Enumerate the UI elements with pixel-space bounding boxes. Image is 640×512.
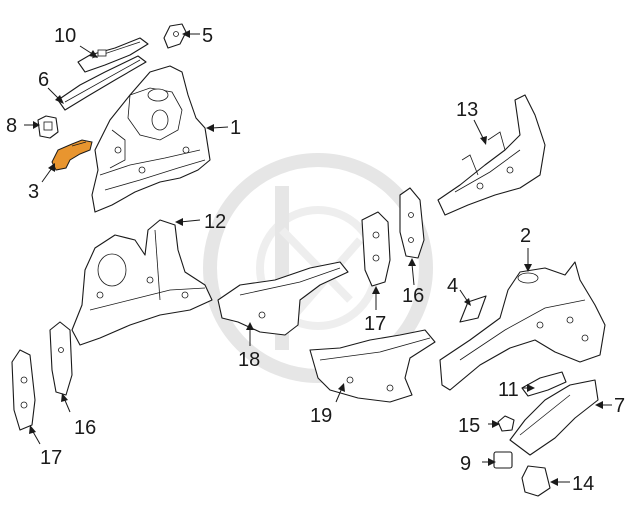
callout-labels: 1 2 3 4 5 6 7 8 9 10 11 12 13 14 15 16 1… — [6, 25, 625, 495]
callout-16-left[interactable]: 16 — [74, 417, 96, 439]
part-12-inner-fender[interactable] — [71, 219, 213, 346]
part-6-side-rail[interactable] — [57, 55, 147, 111]
part-7-rail-extension[interactable] — [509, 379, 599, 456]
callout-15[interactable]: 15 — [458, 415, 480, 437]
callout-19[interactable]: 19 — [310, 405, 332, 427]
callout-11[interactable]: 11 — [498, 379, 519, 401]
part-5-bracket[interactable] — [163, 23, 187, 49]
callout-7[interactable]: 7 — [614, 395, 625, 417]
callout-9[interactable]: 9 — [460, 453, 471, 475]
part-18-lower-rail[interactable] — [217, 261, 349, 336]
part-2-right-apron[interactable] — [439, 261, 606, 391]
callout-14[interactable]: 14 — [572, 473, 594, 495]
callout-12[interactable]: 12 — [204, 211, 226, 233]
callout-1[interactable]: 1 — [230, 117, 241, 139]
leader-lines — [24, 30, 612, 486]
part-11-bracket[interactable] — [521, 371, 567, 397]
part-17-left-panel[interactable] — [11, 349, 36, 431]
part-15-clip[interactable] — [497, 415, 515, 432]
part-14-bracket[interactable] — [521, 465, 551, 497]
part-8-clip[interactable] — [37, 115, 59, 139]
part-3-highlighted-bracket[interactable] — [51, 139, 93, 171]
callout-13[interactable]: 13 — [456, 99, 478, 121]
callout-17-center[interactable]: 17 — [364, 313, 386, 335]
part-19-lower-member[interactable] — [309, 329, 436, 403]
callout-4[interactable]: 4 — [447, 275, 458, 297]
part-16-center-bracket[interactable] — [399, 187, 425, 259]
callout-3[interactable]: 3 — [28, 181, 39, 203]
callout-18[interactable]: 18 — [238, 349, 260, 371]
callout-10[interactable]: 10 — [54, 25, 76, 47]
callout-16-center[interactable]: 16 — [402, 285, 424, 307]
part-16-left-bracket[interactable] — [49, 321, 73, 396]
callout-6[interactable]: 6 — [38, 69, 49, 91]
callout-17-left[interactable]: 17 — [40, 447, 62, 469]
part-1-front-apron[interactable] — [91, 65, 211, 213]
part-17-center-bracket[interactable] — [361, 211, 391, 287]
part-13-upper-frame[interactable] — [437, 94, 546, 216]
part-10-upper-rail[interactable] — [77, 37, 149, 73]
callout-8[interactable]: 8 — [6, 115, 17, 137]
callout-5[interactable]: 5 — [202, 25, 213, 47]
callout-2[interactable]: 2 — [520, 225, 531, 247]
part-4-plate[interactable] — [459, 295, 487, 323]
part-9-nut[interactable] — [493, 451, 513, 469]
